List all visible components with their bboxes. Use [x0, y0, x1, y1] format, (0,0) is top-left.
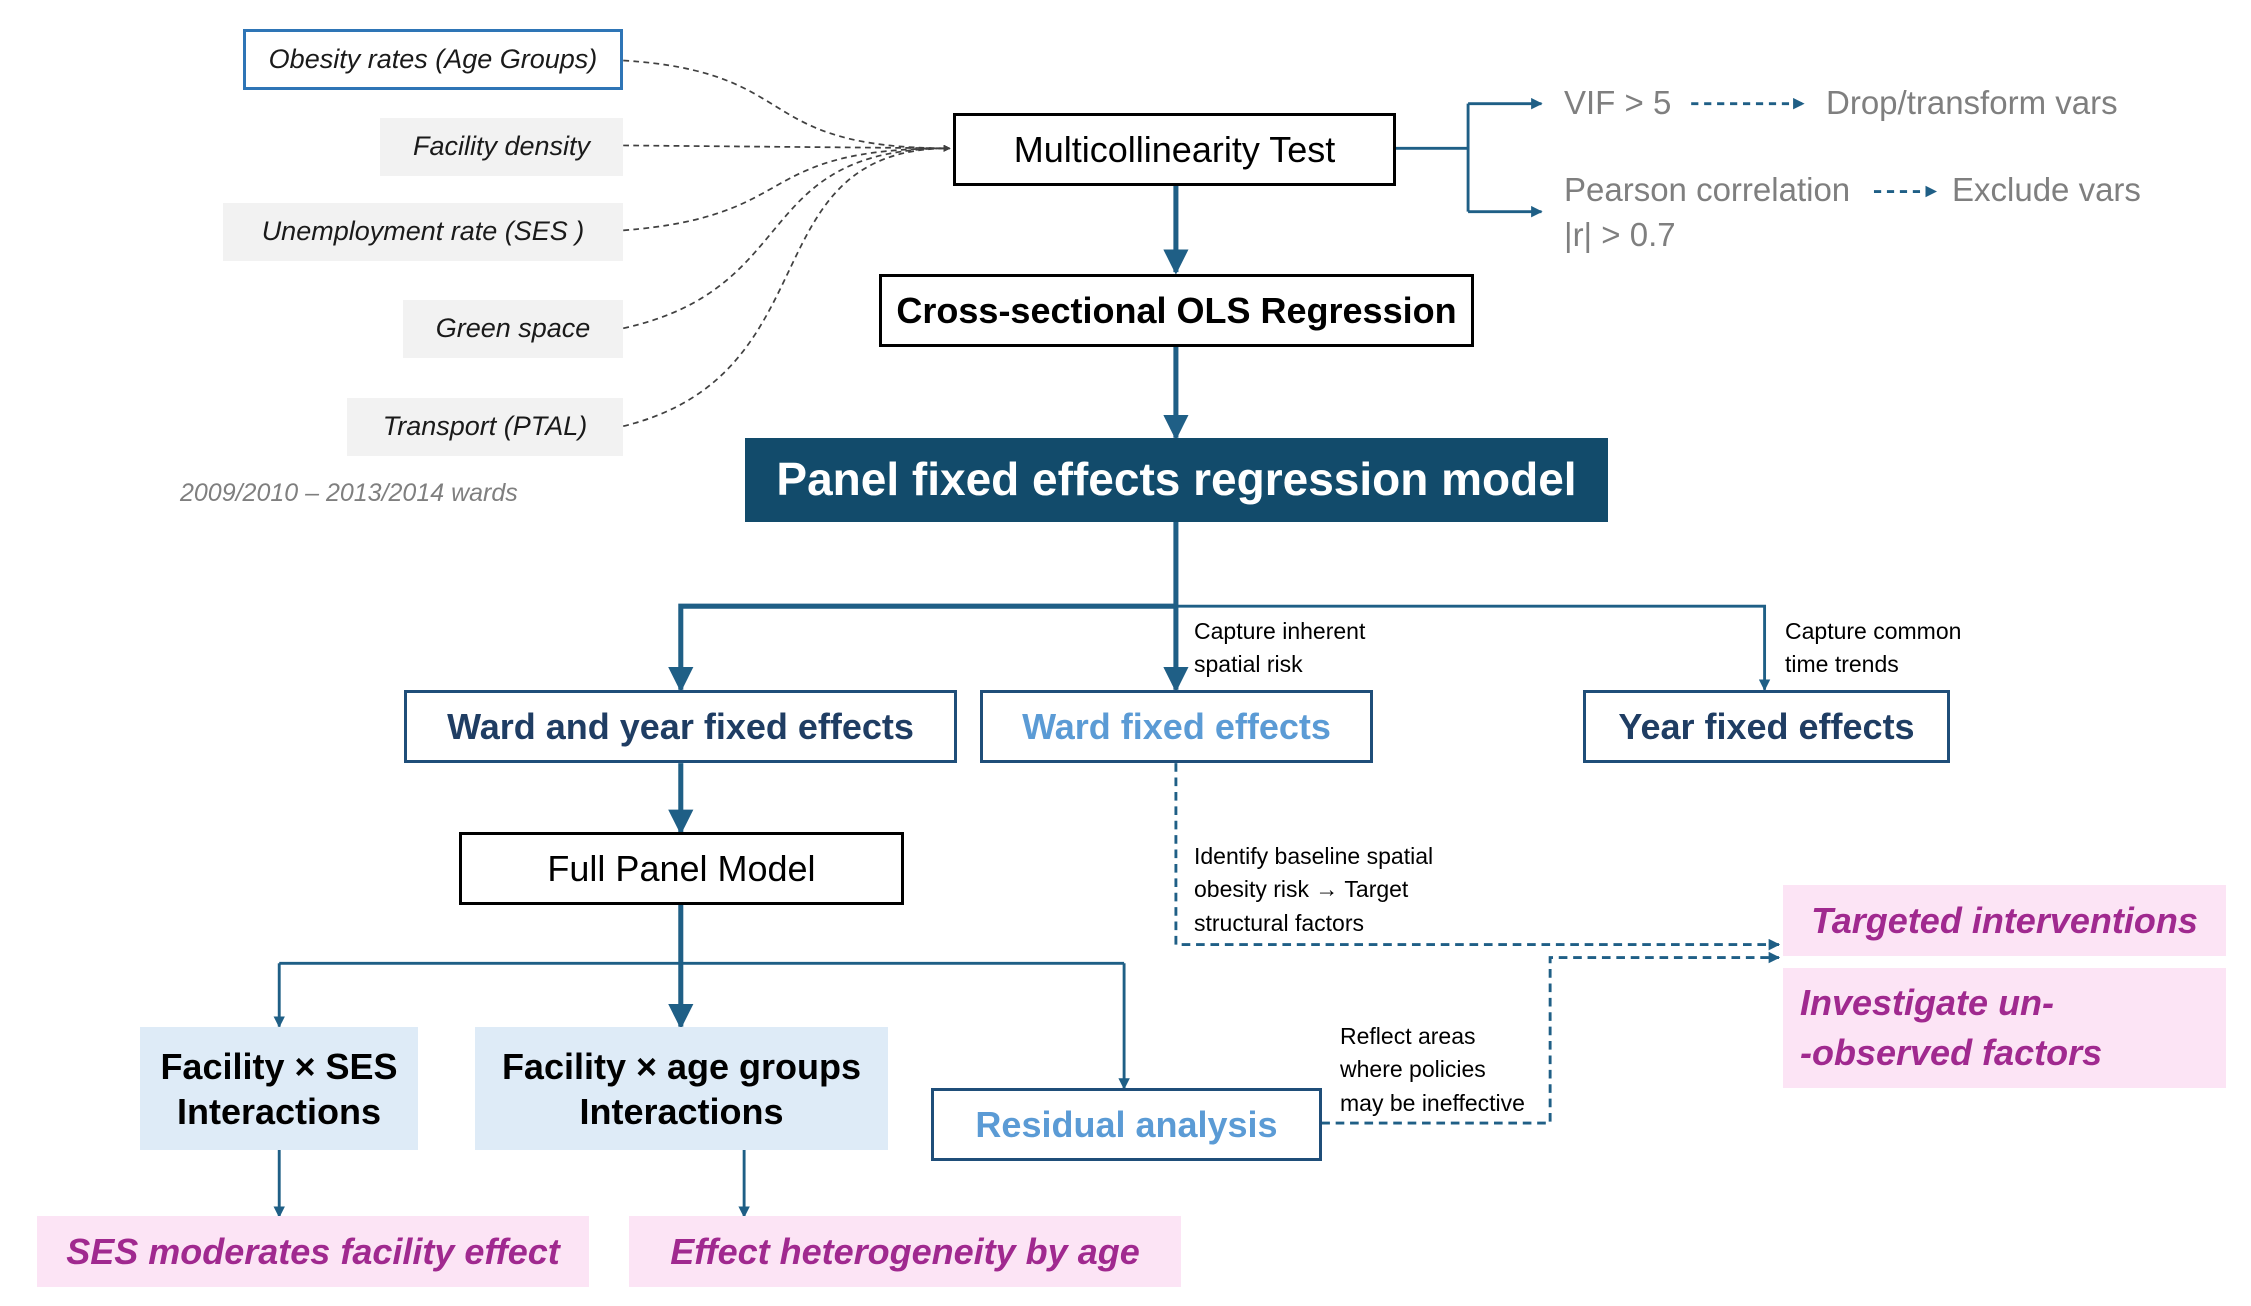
- multicollinearity-test-label: Multicollinearity Test: [1013, 129, 1336, 170]
- connector-residual-to-targeted: [1321, 951, 1781, 1125]
- connector-unemployment: [623, 144, 951, 232]
- investigate-unobserved-outcome: Investigate un- -observed factors: [1783, 968, 2226, 1088]
- connector-mc-branch: [1394, 103, 1470, 212]
- panel-model-box: Panel fixed effects regression model: [745, 438, 1608, 522]
- facility-ses-interactions-line2: Interactions: [176, 1090, 382, 1132]
- connector-green: [623, 144, 951, 330]
- investigate-unobserved-line1: Investigate un-: [1800, 981, 2055, 1023]
- period-note: 2009/2010 – 2013/2014 wards: [180, 479, 518, 507]
- age-heterogeneity-outcome-label: Effect heterogeneity by age: [670, 1231, 1140, 1272]
- baseline-note-line2: obesity risk → Target: [1194, 876, 1409, 903]
- baseline-note-line1: Identify baseline spatial: [1194, 843, 1434, 869]
- multicollinearity-test-box: Multicollinearity Test: [953, 113, 1396, 186]
- input-transport: Transport (PTAL): [347, 398, 623, 456]
- connector-ward-to-targeted: [1174, 763, 1781, 951]
- ols-regression-label: Cross-sectional OLS Regression: [896, 290, 1457, 331]
- year-note: Capture common time trends: [1785, 615, 1961, 682]
- ses-moderates-outcome-label: SES moderates facility effect: [66, 1231, 560, 1272]
- facility-age-interactions-box: Facility × age groups Interactions: [475, 1027, 888, 1150]
- facility-ses-interactions-box: Facility × SES Interactions: [140, 1027, 418, 1150]
- vif-label: VIF > 5: [1564, 84, 1672, 121]
- residual-analysis-box: Residual analysis: [931, 1088, 1322, 1161]
- year-fixed-effects-box: Year fixed effects: [1583, 690, 1950, 763]
- residual-note-line2: where policies: [1340, 1056, 1486, 1083]
- residual-note-line1: Reflect areas: [1340, 1023, 1476, 1049]
- ols-regression-box: Cross-sectional OLS Regression: [879, 274, 1474, 347]
- pearson-action-label: Exclude vars: [1952, 171, 2141, 208]
- input-green-space-label: Green space: [435, 313, 591, 344]
- age-heterogeneity-outcome: Effect heterogeneity by age: [629, 1216, 1181, 1287]
- targeted-interventions-outcome: Targeted interventions: [1783, 885, 2226, 956]
- facility-age-interactions-line1: Facility × age groups: [501, 1045, 862, 1087]
- input-facility-density-label: Facility density: [412, 131, 591, 162]
- input-unemployment-rate: Unemployment rate (SES ): [223, 203, 623, 261]
- facility-ses-interactions-line1: Facility × SES: [160, 1045, 398, 1087]
- residual-analysis-label: Residual analysis: [975, 1104, 1278, 1145]
- input-obesity-rates-label: Obesity rates (Age Groups): [268, 43, 598, 74]
- input-obesity-rates: Obesity rates (Age Groups): [243, 29, 623, 90]
- ward-note-line2: spatial risk: [1194, 651, 1303, 678]
- connector-obesity: [623, 59, 951, 152]
- year-fixed-effects-label: Year fixed effects: [1618, 706, 1915, 747]
- ward-year-fixed-effects-box: Ward and year fixed effects: [404, 690, 957, 763]
- residual-note-line3: may be ineffective: [1340, 1089, 1525, 1116]
- connector-facility: [623, 144, 951, 152]
- vif-action-label: Drop/transform vars: [1826, 84, 2118, 121]
- panel-model-label: Panel fixed effects regression model: [776, 453, 1577, 506]
- input-green-space: Green space: [403, 300, 623, 358]
- connector-panel-right: [1175, 604, 1771, 691]
- ward-note: Capture inherent spatial risk: [1194, 615, 1365, 682]
- residual-note: Reflect areas where policies may be inef…: [1340, 1020, 1525, 1120]
- ward-year-fixed-effects-label: Ward and year fixed effects: [447, 706, 914, 747]
- targeted-interventions-outcome-label: Targeted interventions: [1811, 900, 2198, 941]
- investigate-unobserved-line2: -observed factors: [1800, 1032, 2103, 1073]
- connector-panel-left: [668, 603, 1176, 693]
- ses-moderates-outcome: SES moderates facility effect: [37, 1216, 589, 1287]
- year-note-line2: time trends: [1785, 651, 1899, 678]
- ward-fixed-effects-box: Ward fixed effects: [980, 690, 1373, 763]
- year-note-line1: Capture common: [1785, 618, 1962, 644]
- input-facility-density: Facility density: [380, 118, 623, 176]
- baseline-note-line3: structural factors: [1194, 909, 1364, 936]
- facility-age-interactions-line2: Interactions: [579, 1090, 784, 1132]
- ward-note-line1: Capture inherent: [1194, 618, 1366, 644]
- input-unemployment-rate-label: Unemployment rate (SES ): [261, 216, 585, 247]
- ward-fixed-effects-label: Ward fixed effects: [1022, 706, 1331, 747]
- connector-transport: [623, 144, 951, 428]
- pearson-label-line1: Pearson correlation: [1564, 171, 1851, 208]
- input-transport-label: Transport (PTAL): [382, 411, 588, 442]
- baseline-note: Identify baseline spatial obesity risk →…: [1194, 840, 1433, 940]
- full-panel-model-label: Full Panel Model: [547, 848, 816, 889]
- full-panel-model-box: Full Panel Model: [459, 832, 904, 905]
- pearson-label-line2: |r| > 0.7: [1564, 216, 1676, 253]
